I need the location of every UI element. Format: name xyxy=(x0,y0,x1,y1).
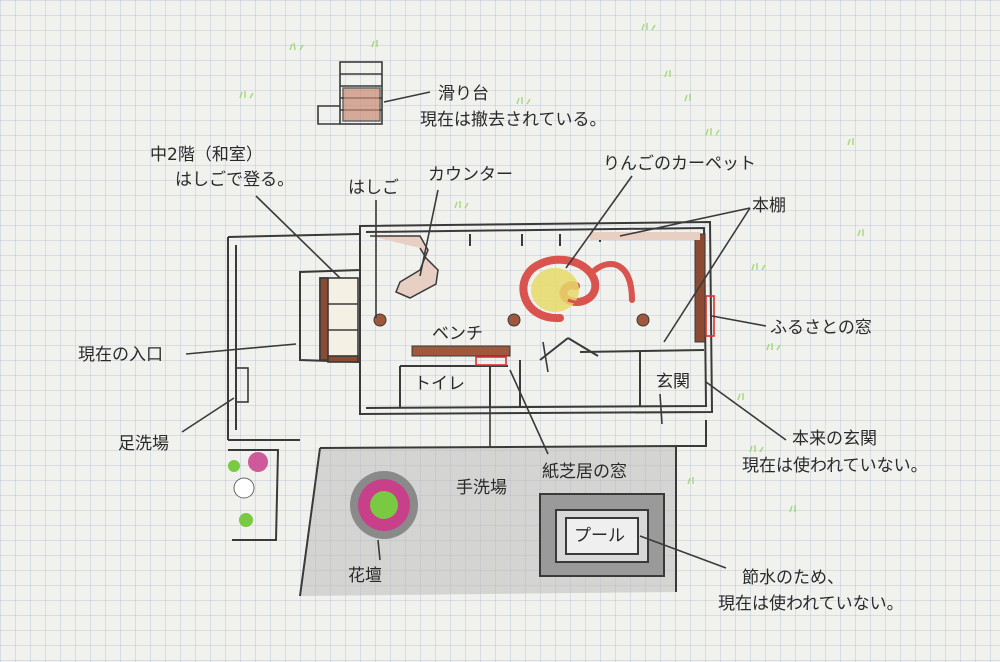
top-shelf-drawing xyxy=(590,232,700,240)
kamishibai-window-label: 紙芝居の窓 xyxy=(542,462,627,482)
foot-wash-drawing xyxy=(235,367,249,403)
bench-label: ベンチ xyxy=(432,324,483,344)
slide-drawing xyxy=(317,61,383,125)
ladder-label: はしご xyxy=(348,178,399,198)
original-genkan-note: 現在は使われていない。 xyxy=(742,456,928,476)
loft-drawing xyxy=(319,277,359,363)
building-walls xyxy=(227,220,714,441)
post-drawings xyxy=(373,313,650,327)
toilet-label: トイレ xyxy=(414,374,465,394)
pool-note-2: 現在は使われていない。 xyxy=(718,594,904,614)
hometown-window-label: ふるさとの窓 xyxy=(770,318,872,338)
apple-carpet-drawing xyxy=(519,255,635,323)
kamishibai-window-drawing xyxy=(475,356,507,366)
pool-note-1: 節水のため、 xyxy=(742,568,844,588)
original-genkan-label: 本来の玄関 xyxy=(792,429,877,449)
foot-wash-label: 足洗場 xyxy=(118,434,169,454)
bookshelf-label: 本棚 xyxy=(752,196,786,216)
pool-label: プール xyxy=(574,526,625,546)
genkan-label: 玄関 xyxy=(656,372,690,392)
garden-plants xyxy=(228,452,268,527)
bookshelf-drawing xyxy=(694,233,706,343)
flower-bed-drawing xyxy=(350,471,418,539)
apple-carpet-label: りんごのカーペット xyxy=(603,154,756,174)
current-entrance-label: 現在の入口 xyxy=(78,345,163,365)
grass-tufts xyxy=(239,23,864,513)
bench-drawing xyxy=(411,345,511,357)
slide-note: 現在は撤去されている。 xyxy=(420,110,607,130)
leader-lines xyxy=(181,91,787,569)
counter-label: カウンター xyxy=(428,165,513,185)
loft-note: はしごで登る。 xyxy=(175,170,295,190)
counter-drawing xyxy=(370,235,439,299)
hand-wash-label: 手洗場 xyxy=(456,478,507,498)
loft-label: 中2階（和室） xyxy=(150,145,263,165)
flower-bed-label: 花壇 xyxy=(348,566,382,586)
pool-drawing xyxy=(539,493,665,577)
slide-label: 滑り台 xyxy=(438,84,489,104)
